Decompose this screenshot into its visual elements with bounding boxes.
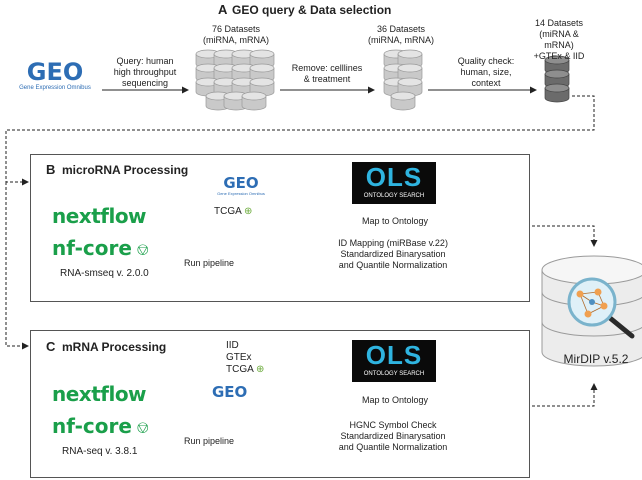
ols-logo-b: OLS ONTOLOGY SEARCH	[352, 162, 436, 204]
query-label: Query: human high throughput sequencing	[104, 56, 186, 89]
nextflow-logo-b: nextflow	[52, 204, 147, 228]
panel-mrna-processing	[30, 330, 530, 478]
nfcore-logo-b: nf-core ⎊	[52, 236, 149, 260]
dashed-arrow-b-to-mirdip	[522, 225, 598, 247]
tcga-globe-icon: ⊕	[241, 206, 253, 217]
source-list-c: IID GTEx TCGA ⊕	[226, 340, 264, 376]
tcga-label-b: TCGA ⊕	[214, 206, 252, 217]
dashed-arrow-c-to-mirdip	[522, 383, 598, 407]
section-c-title: mRNA Processing	[62, 340, 167, 354]
pipeline-version-b: RNA-smseq v. 2.0.0	[60, 268, 149, 279]
geo-logo-b: GEO Gene Expression Omnibus	[216, 174, 266, 197]
geo-logo-c: GEO	[212, 383, 248, 401]
datasets-76-label: 76 Datasets (miRNA, mRNA)	[196, 24, 276, 46]
remove-label: Remove: celllines & treatment	[282, 63, 372, 85]
ols-small-text: ONTOLOGY SEARCH	[363, 371, 425, 377]
datasets-types: (miRNA, mRNA)	[368, 35, 434, 45]
geo-logo-subtitle: Gene Expression Omnibus	[217, 191, 265, 196]
step-line: Standardized Binarysation	[340, 249, 446, 259]
section-b-letter: B	[46, 162, 56, 177]
tcga-globe-icon: ⊕	[253, 364, 265, 375]
tcga-text: TCGA	[226, 364, 254, 375]
query-line: sequencing	[121, 78, 169, 88]
nfcore-apple-icon: ⎊	[136, 420, 150, 437]
datasets-extra: +GTEx & IID	[533, 51, 585, 61]
dashed-connector-to-b	[5, 95, 595, 186]
source-tcga: TCGA ⊕	[226, 364, 264, 376]
quality-line: context	[471, 78, 501, 88]
query-line: high throughput	[113, 67, 177, 77]
datasets-types: (miRNA, mRNA)	[203, 35, 269, 45]
ols-big-text: OLS	[365, 162, 423, 192]
pipeline-version-c: RNA-seq v. 3.8.1	[62, 446, 138, 457]
processing-steps-c: HGNC Symbol Check Standardized Binarysat…	[326, 420, 460, 453]
dashed-connector-to-c	[5, 182, 29, 350]
dataset-cluster-76	[195, 49, 275, 111]
nfcore-text: nf-core	[52, 414, 132, 438]
geo-logo-text: GEO	[223, 174, 259, 192]
quality-line: human, size,	[460, 67, 512, 77]
tcga-text: TCGA	[214, 206, 242, 217]
section-c-letter: C	[46, 339, 56, 354]
run-pipeline-label-b: Run pipeline	[183, 258, 235, 268]
datasets-count: 14 Datasets	[534, 18, 584, 28]
geo-logo-text: GEO	[26, 58, 84, 86]
panel-microrna-processing	[30, 154, 530, 302]
step-line: and Quantile Normalization	[338, 260, 448, 270]
section-a-letter: A	[218, 2, 228, 17]
remove-line: & treatment	[303, 74, 351, 84]
nfcore-text: nf-core	[52, 236, 132, 260]
datasets-36-label: 36 Datasets (miRNA, mRNA)	[366, 24, 436, 46]
quality-line: Quality check:	[457, 56, 515, 66]
run-pipeline-label-c: Run pipeline	[183, 436, 235, 446]
query-line: Query: human	[116, 56, 174, 66]
dataset-cluster-36	[383, 49, 423, 111]
step-line: ID Mapping (miRBase v.22)	[338, 238, 448, 248]
step-line: and Quantile Normalization	[338, 442, 448, 452]
nfcore-apple-icon: ⎊	[136, 242, 150, 259]
ols-small-text: ONTOLOGY SEARCH	[363, 193, 425, 199]
datasets-14-label: 14 Datasets (miRNA & mRNA) +GTEx & IID	[524, 18, 594, 62]
section-a-title: GEO query & Data selection	[232, 3, 392, 17]
magnifier-network-icon	[567, 277, 635, 339]
dataset-cluster-14	[544, 55, 570, 103]
step-line: HGNC Symbol Check	[349, 420, 437, 430]
map-ontology-label-b: Map to Ontology	[361, 216, 429, 226]
source-gtex: GTEx	[226, 352, 252, 363]
source-iid: IID	[226, 340, 239, 351]
ols-logo-c: OLS ONTOLOGY SEARCH	[352, 340, 436, 382]
nfcore-logo-c: nf-core ⎊	[52, 414, 149, 438]
step-line: Standardized Binarysation	[340, 431, 446, 441]
quality-label: Quality check: human, size, context	[446, 56, 526, 89]
section-b-title: microRNA Processing	[62, 163, 189, 177]
remove-line: Remove: celllines	[291, 63, 363, 73]
nextflow-logo-c: nextflow	[52, 382, 147, 406]
datasets-count: 76 Datasets	[211, 24, 261, 34]
mirdip-label: MirDIP v.5.2	[563, 352, 629, 366]
datasets-count: 36 Datasets	[376, 24, 426, 34]
datasets-types: (miRNA & mRNA)	[539, 29, 579, 50]
processing-steps-b: ID Mapping (miRBase v.22) Standardized B…	[326, 238, 460, 271]
geo-logo-subtitle: Gene Expression Omnibus	[19, 85, 91, 91]
map-ontology-label-c: Map to Ontology	[361, 395, 429, 405]
ols-big-text: OLS	[365, 340, 423, 370]
geo-logo-a: GEO Gene Expression Omnibus	[16, 60, 94, 91]
